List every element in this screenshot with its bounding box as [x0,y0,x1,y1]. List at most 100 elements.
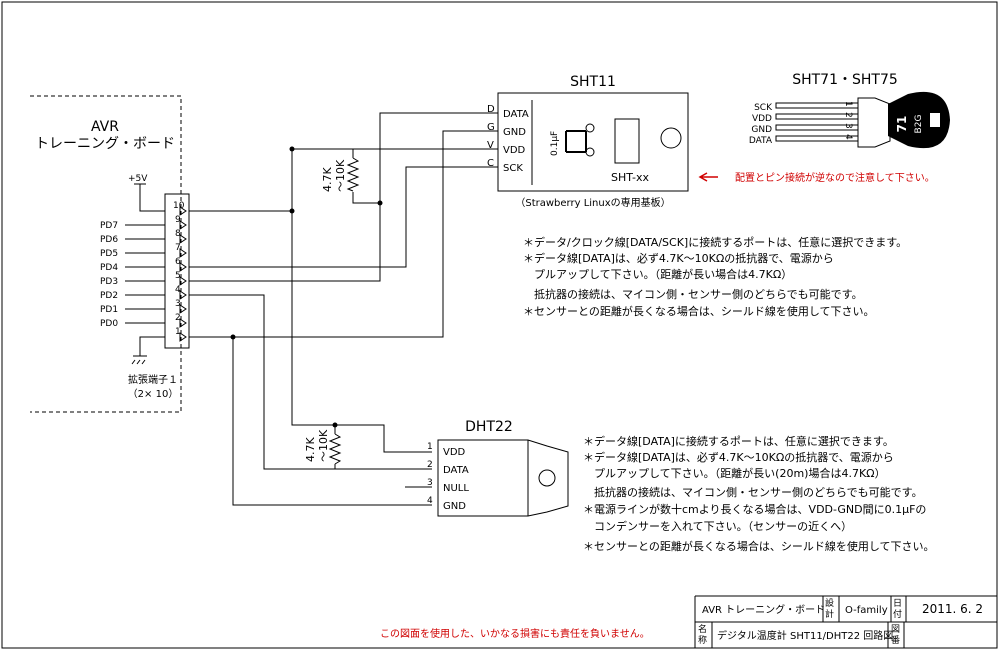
svg-text:2: 2 [175,313,181,323]
connector-name: 拡張端子１ [128,373,178,386]
svg-text:＊データ線[DATA]は、必ず4.7K～10KΩの抵抗器で、: ＊データ線[DATA]は、必ず4.7K～10KΩの抵抗器で、電源から [583,450,894,464]
svg-text:日: 日 [893,598,902,609]
warning-arrow [698,172,718,182]
wire-gnd-sht11 [189,130,498,338]
avr-board-label-1: AVR [91,119,119,135]
title-block-drawing-name: デジタル温度計 SHT11/DHT22 回路図 [717,629,893,642]
port-label-pd3: PD3 [100,277,118,287]
dht22-body [437,439,569,517]
svg-text:図: 図 [891,624,900,635]
connector-pins: 10 9 8 7 6 5 4 3 2 1 [173,201,187,342]
port-wires [125,224,165,324]
sht11-title: SHT11 [570,74,616,90]
svg-text:C: C [487,158,494,169]
sht71-pin-numbers: 1 2 3 4 [843,101,853,140]
svg-text:3: 3 [843,123,853,129]
port-label-pd2: PD2 [100,291,118,301]
svg-text:計: 計 [825,608,834,620]
port-label-pd4: PD4 [100,263,118,273]
power-label: +5V [128,174,148,184]
sht71-pin-labels: SCK VDD GND DATA [749,103,773,146]
avr-board-label-2: トレーニング・ボード [35,136,175,152]
svg-text:5: 5 [175,271,181,281]
svg-text:GND: GND [751,125,772,135]
port-label-pd1: PD1 [100,305,118,315]
svg-text:＊データ/クロック線[DATA/SCK]に接続するポートは、: ＊データ/クロック線[DATA/SCK]に接続するポートは、任意に選択できます。 [523,235,907,249]
connector-pin-1: 1 [175,327,187,342]
svg-text:10: 10 [173,201,185,211]
sht11-capacitor [565,130,587,153]
connector-pin-2: 2 [175,313,187,328]
connector-pin-9: 9 [175,215,187,230]
svg-text:4: 4 [427,496,433,506]
svg-text:D: D [487,104,495,115]
power-wire [134,183,165,212]
expansion-connector [164,193,190,349]
svg-text:抵抗器の接続は、マイコン側・センサー側のどちらでも可能です。: 抵抗器の接続は、マイコン側・センサー側のどちらでも可能です。 [583,485,923,499]
sht11-chip [614,118,640,164]
wire-data-dht22 [189,294,432,470]
connector-pin-5: 5 [175,271,187,286]
svg-text:V: V [487,140,494,151]
svg-text:コンデンサーを入れて下さい。（センサーの近くへ）: コンデンサーを入れて下さい。（センサーの近くへ） [583,519,852,533]
svg-text:1: 1 [427,442,433,452]
svg-text:名: 名 [698,623,707,635]
title-block-designer: O-family [845,605,888,616]
svg-text:＊データ線[DATA]は、必ず4.7K～10KΩの抵抗器で、: ＊データ線[DATA]は、必ず4.7K～10KΩの抵抗器で、電源から [523,251,834,265]
svg-text:6: 6 [175,257,181,267]
svg-text:VDD: VDD [752,114,772,124]
svg-text:NULL: NULL [443,483,469,494]
svg-text:1: 1 [843,101,853,107]
svg-text:9: 9 [175,215,181,225]
svg-text:SCK: SCK [754,103,773,113]
title-block: AVR トレーニング・ボード 設 計 O-family 日 付 2011. 6.… [694,595,997,648]
resistor-dht22-value-2: ～10K [317,429,330,462]
svg-text:DATA: DATA [443,465,469,476]
svg-text:2: 2 [843,112,853,118]
svg-text:VDD: VDD [443,447,466,458]
resistor-sht11 [346,157,360,192]
junction-dots [230,146,383,428]
svg-text:4: 4 [843,134,853,140]
svg-text:＊データ線[DATA]に接続するポートは、任意に選択できます: ＊データ線[DATA]に接続するポートは、任意に選択できます。 [583,434,894,448]
resistor-dht22-value-1: 4.7K [304,437,317,462]
dht22-mounting-hole [538,469,556,487]
sht11-board [497,92,689,192]
port-label-pd6: PD6 [100,235,118,245]
title-block-date: 2011. 6. 2 [922,602,983,616]
sht11-board-caption: （Strawberry Linuxの専用基板） [515,196,670,209]
svg-text:番: 番 [891,634,900,646]
wire-gnd-dht22 [232,337,432,506]
connector-pin-8: 8 [175,229,187,244]
svg-text:DATA: DATA [749,136,773,146]
sht11-via-2 [585,147,595,157]
sht11-via-1 [585,123,595,133]
resistor-sht11-value-2: ～10K [334,159,347,192]
sht71-body-text-2: 71 [895,116,909,133]
svg-text:3: 3 [175,299,181,309]
dht22-title: DHT22 [465,419,513,435]
sht71-body-text-1: B2G [914,115,924,134]
wire-sck-sht11 [189,166,498,268]
connector-size: （2× 10） [128,388,179,400]
connector-pin-3: 3 [175,299,187,314]
connector-pin-10: 10 [173,201,187,216]
resistor-dht22 [328,433,342,465]
svg-text:GND: GND [503,127,526,138]
svg-text:プルアップして下さい。（距離が長い(20m)場合は4.7KΩ: プルアップして下さい。（距離が長い(20m)場合は4.7KΩ） [583,466,886,480]
disclaimer-text: この図面を使用した、いかなる損害にも責任を負いません。 [380,627,650,640]
sht71-sensor-window [930,113,940,127]
svg-text:4: 4 [175,285,181,295]
wire-data-sht11 [189,112,498,282]
title-block-board: AVR トレーニング・ボード [702,603,825,616]
svg-text:設: 設 [825,597,834,609]
port-label-pd7: PD7 [100,221,118,231]
port-label-pd5: PD5 [100,249,118,259]
sht71-body [888,91,950,149]
svg-text:付: 付 [893,609,902,620]
notes-dht: ＊データ線[DATA]に接続するポートは、任意に選択できます。 ＊データ線[DA… [583,434,935,553]
